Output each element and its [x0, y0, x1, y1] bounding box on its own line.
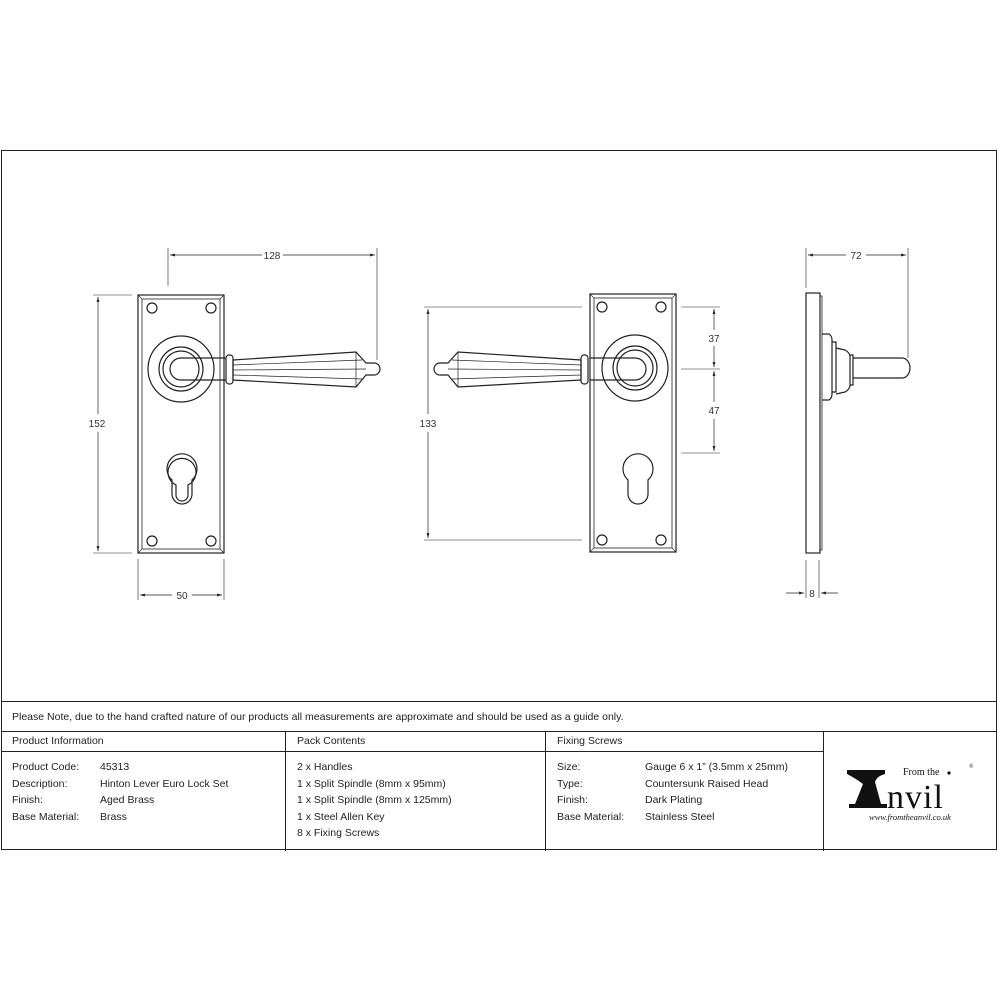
technical-drawing: 128 152 50 133 37 47 72 8: [89, 248, 911, 602]
svg-text:www.fromtheanvil.co.uk: www.fromtheanvil.co.uk: [869, 812, 951, 822]
front-view: [93, 248, 381, 600]
product-information-heading: Product Information: [1, 732, 285, 752]
pack-contents-column: Pack Contents 2 x Handles 1 x Split Spin…: [285, 732, 545, 851]
info-table: Product Information Product Code:45313 D…: [1, 731, 997, 851]
dim-plate-width: 50: [176, 591, 188, 602]
logo-column: From the nvil ® www.fromtheanvil.co.uk: [823, 732, 995, 851]
pack-item: 1 x Split Spindle (8mm x 95mm): [297, 777, 446, 790]
pack-item: 8 x Fixing Screws: [297, 827, 380, 839]
dim-front-height: 152: [89, 419, 106, 430]
dim-rear-height: 133: [420, 419, 437, 430]
dim-lower-offset: 47: [708, 406, 720, 417]
dim-upper-offset: 37: [708, 334, 720, 345]
pack-contents-heading: Pack Contents: [286, 732, 545, 752]
pack-item: 2 x Handles: [297, 761, 353, 773]
measurement-note: Please Note, due to the hand crafted nat…: [1, 701, 997, 731]
product-information-column: Product Information Product Code:45313 D…: [1, 732, 285, 851]
svg-text:From the: From the: [903, 767, 940, 778]
info-row: Finish:Aged Brass: [12, 794, 155, 806]
dim-front-width: 128: [264, 251, 281, 262]
fixing-screws-column: Fixing Screws Size:Gauge 6 x 1” (3.5mm x…: [545, 732, 823, 851]
screw-row: Type:Countersunk Raised Head: [557, 777, 769, 790]
screw-row: Finish:Dark Plating: [557, 794, 703, 806]
info-row: Base Material:Brass: [12, 810, 127, 823]
fixing-screws-heading: Fixing Screws: [546, 732, 823, 752]
anvil-icon: [846, 769, 887, 808]
from-the-anvil-logo: From the nvil ® www.fromtheanvil.co.uk: [824, 732, 995, 851]
info-row: Description:Hinton Lever Euro Lock Set: [12, 777, 229, 790]
dim-projection: 72: [850, 251, 862, 262]
info-row: Product Code:45313: [12, 761, 130, 773]
screw-row: Base Material:Stainless Steel: [557, 810, 715, 823]
pack-item: 1 x Steel Allen Key: [297, 810, 385, 823]
pack-item: 1 x Split Spindle (8mm x 125mm): [297, 794, 452, 806]
svg-text:nvil: nvil: [887, 779, 944, 816]
screw-row: Size:Gauge 6 x 1” (3.5mm x 25mm): [557, 761, 788, 773]
dim-thickness: 8: [809, 589, 815, 600]
rear-view: [424, 293, 720, 553]
svg-text:®: ®: [969, 763, 974, 770]
side-view: [786, 248, 911, 598]
drawing-sheet: [1, 150, 997, 850]
